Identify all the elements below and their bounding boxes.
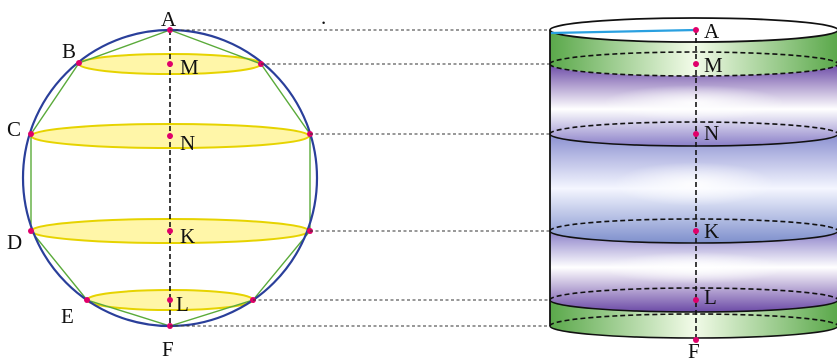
cyl-label-n: N bbox=[704, 121, 719, 145]
shine-lower bbox=[604, 252, 784, 284]
section-l-front bbox=[549, 299, 837, 313]
section-n-front bbox=[549, 133, 837, 147]
stray-mark: . bbox=[321, 5, 326, 29]
cyl-point-m bbox=[693, 61, 699, 67]
section-n-back bbox=[549, 121, 837, 135]
sphere-figure: A B M C N D K E L F bbox=[7, 7, 319, 361]
cyl-point-l bbox=[693, 297, 699, 303]
cyl-radius-line bbox=[550, 28, 697, 35]
label-d: D bbox=[7, 230, 22, 254]
cylinder-figure: A M N K L F bbox=[549, 17, 837, 362]
cyl-point-f bbox=[693, 337, 699, 343]
point-k bbox=[167, 228, 173, 234]
cyl-label-a: A bbox=[704, 19, 720, 43]
point-c bbox=[28, 131, 34, 137]
shine-middle bbox=[614, 162, 774, 206]
cyl-label-f: F bbox=[688, 339, 700, 362]
point-d bbox=[28, 228, 34, 234]
point-n bbox=[167, 133, 173, 139]
cyl-label-m: M bbox=[704, 53, 723, 77]
point-e bbox=[84, 297, 90, 303]
section-m-front bbox=[549, 63, 837, 77]
label-e: E bbox=[61, 304, 74, 328]
cyl-points bbox=[693, 27, 699, 343]
label-b: B bbox=[62, 39, 76, 63]
section-l-back bbox=[549, 287, 837, 301]
section-m-back bbox=[549, 51, 837, 65]
cyl-band-top-green bbox=[550, 30, 837, 76]
section-k-back bbox=[549, 218, 837, 232]
shine-upper bbox=[604, 85, 784, 121]
cyl-band-bottom-green bbox=[550, 300, 837, 338]
label-f: F bbox=[162, 337, 174, 361]
point-m bbox=[167, 61, 173, 67]
cyl-label-l: L bbox=[704, 285, 717, 309]
label-m: M bbox=[180, 55, 199, 79]
point-l bbox=[167, 297, 173, 303]
label-n: N bbox=[180, 131, 195, 155]
label-c: C bbox=[7, 117, 21, 141]
section-k-front bbox=[549, 230, 837, 244]
projection-lines bbox=[170, 29, 696, 327]
point-b bbox=[76, 60, 82, 66]
cyl-label-k: K bbox=[704, 219, 719, 243]
label-l: L bbox=[176, 292, 189, 316]
section-f-back bbox=[549, 313, 837, 327]
label-k: K bbox=[180, 224, 195, 248]
cyl-point-n bbox=[693, 131, 699, 137]
label-a: A bbox=[161, 7, 177, 31]
cyl-point-k bbox=[693, 228, 699, 234]
cyl-sections bbox=[549, 51, 837, 339]
cyl-point-a bbox=[693, 27, 699, 33]
